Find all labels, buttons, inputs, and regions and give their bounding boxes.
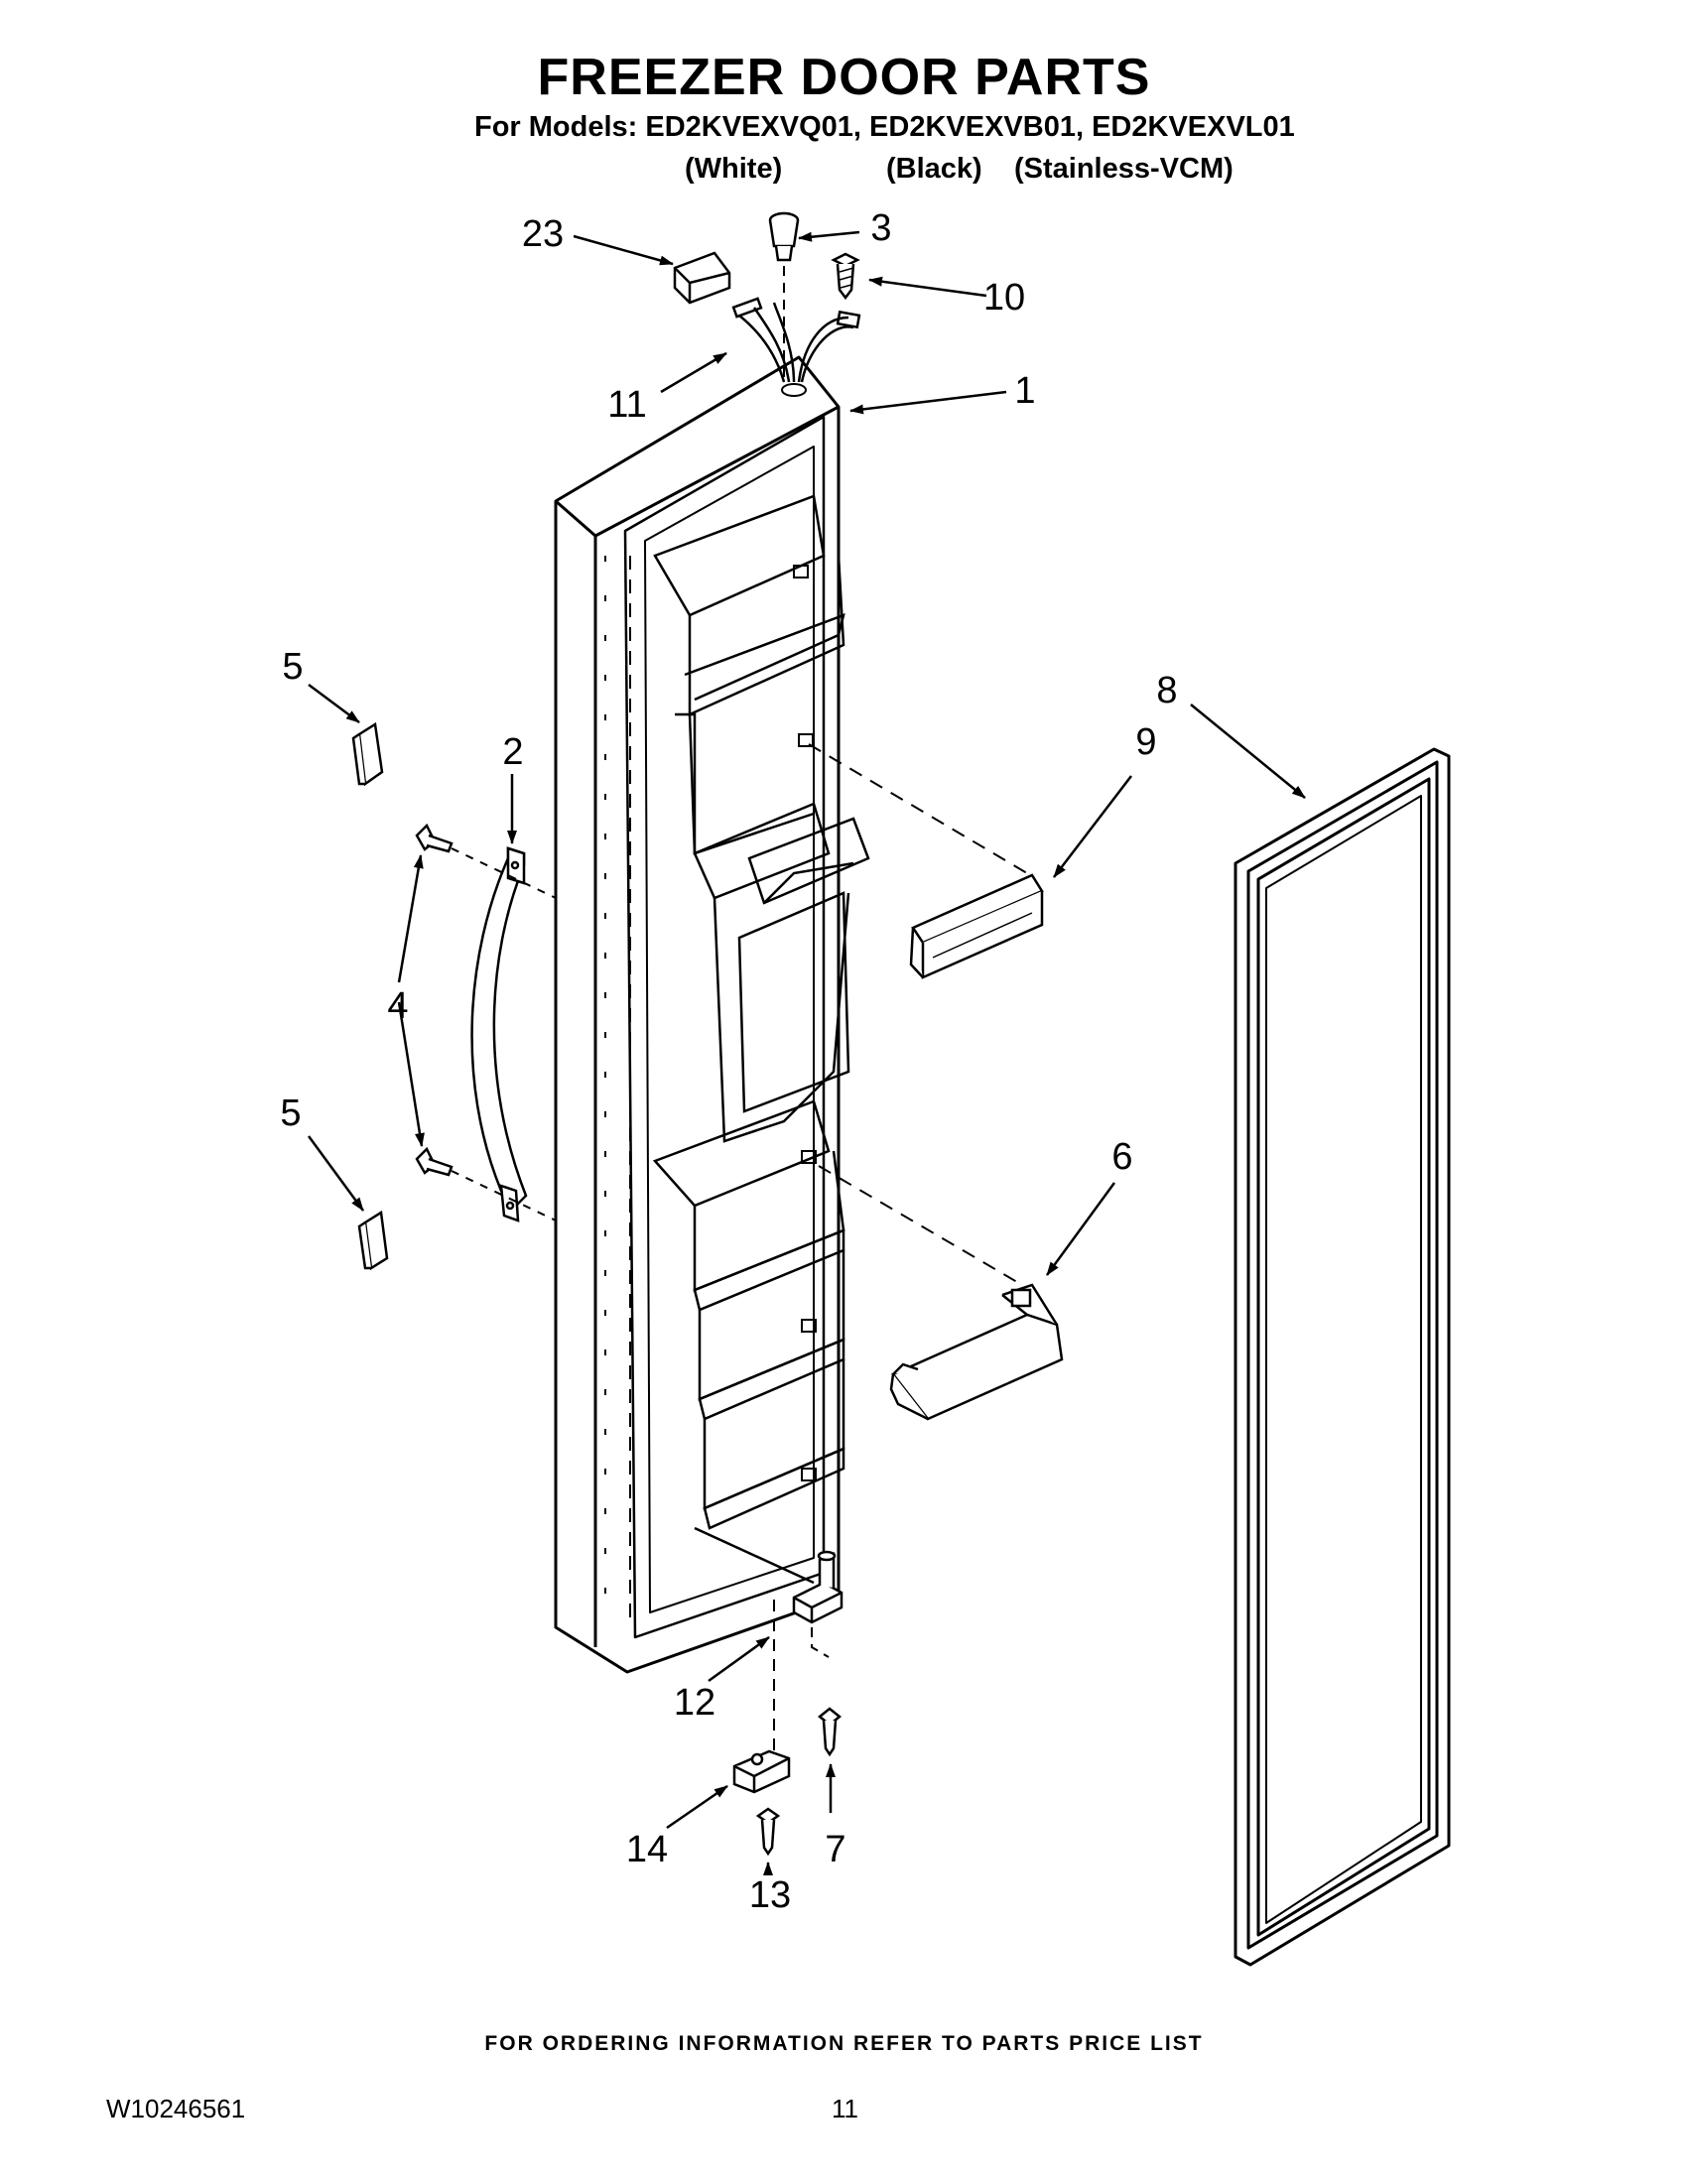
end-cap-top xyxy=(351,721,384,787)
callout-labels: 23 3 10 11 1 5 2 8 9 4 5 6 12 14 7 13 xyxy=(280,207,1177,1916)
callout-7: 7 xyxy=(825,1829,845,1870)
callout-12: 12 xyxy=(674,1682,715,1724)
shim-screw xyxy=(755,1807,781,1857)
callout-5-bottom: 5 xyxy=(280,1092,301,1134)
door-handle xyxy=(470,846,528,1222)
document-id: W10246561 xyxy=(106,2094,246,2123)
models-line: For Models: ED2KVEXVQ01, ED2KVEXVB01, ED… xyxy=(474,111,1295,143)
ordering-note: FOR ORDERING INFORMATION REFER TO PARTS … xyxy=(484,2032,1204,2055)
wire-harness-connector xyxy=(673,251,731,305)
hinge-screw xyxy=(817,1707,843,1757)
callout-leaders xyxy=(307,230,1306,1875)
callout-8: 8 xyxy=(1156,670,1177,711)
callout-3: 3 xyxy=(870,207,891,249)
callout-11: 11 xyxy=(607,384,646,426)
handle-screw-bottom xyxy=(415,1146,454,1177)
handle-dash-bottom xyxy=(451,1170,557,1221)
ground-screw xyxy=(831,252,860,301)
page-number: 11 xyxy=(832,2094,858,2123)
door-gasket xyxy=(1234,747,1451,1967)
freezer-door xyxy=(554,355,841,1674)
hinge-shim xyxy=(732,1749,791,1794)
callout-14: 14 xyxy=(626,1829,668,1870)
hinge-plug xyxy=(768,211,800,262)
variant-black: (Black) xyxy=(886,153,982,185)
lower-shelf-bins xyxy=(652,565,845,1585)
variant-stainless: (Stainless-VCM) xyxy=(1014,153,1234,185)
hinge-pin-bracket xyxy=(792,1550,844,1624)
callout-5-top: 5 xyxy=(282,646,303,688)
handle-dash-top xyxy=(451,847,557,899)
door-bin xyxy=(889,1283,1064,1421)
upper-shelf-bins xyxy=(653,494,870,1143)
wire-leads xyxy=(731,297,861,383)
end-cap-bottom xyxy=(357,1210,389,1271)
page-title: FREEZER DOOR PARTS xyxy=(537,49,1151,106)
screw-dash-line xyxy=(811,1627,830,1658)
callout-10: 10 xyxy=(983,277,1025,319)
callout-9: 9 xyxy=(1135,721,1156,763)
callout-6: 6 xyxy=(1111,1136,1132,1178)
variant-white: (White) xyxy=(685,153,783,185)
callout-4: 4 xyxy=(387,985,408,1027)
ice-bin-guide xyxy=(909,873,1044,979)
callout-1: 1 xyxy=(1014,370,1035,412)
callout-23: 23 xyxy=(522,213,564,255)
callout-13: 13 xyxy=(749,1874,791,1916)
bin-dash-line xyxy=(818,1165,1023,1286)
callout-2: 2 xyxy=(502,731,523,773)
guide-dash-line xyxy=(808,743,1028,874)
handle-screw-top xyxy=(415,823,454,853)
